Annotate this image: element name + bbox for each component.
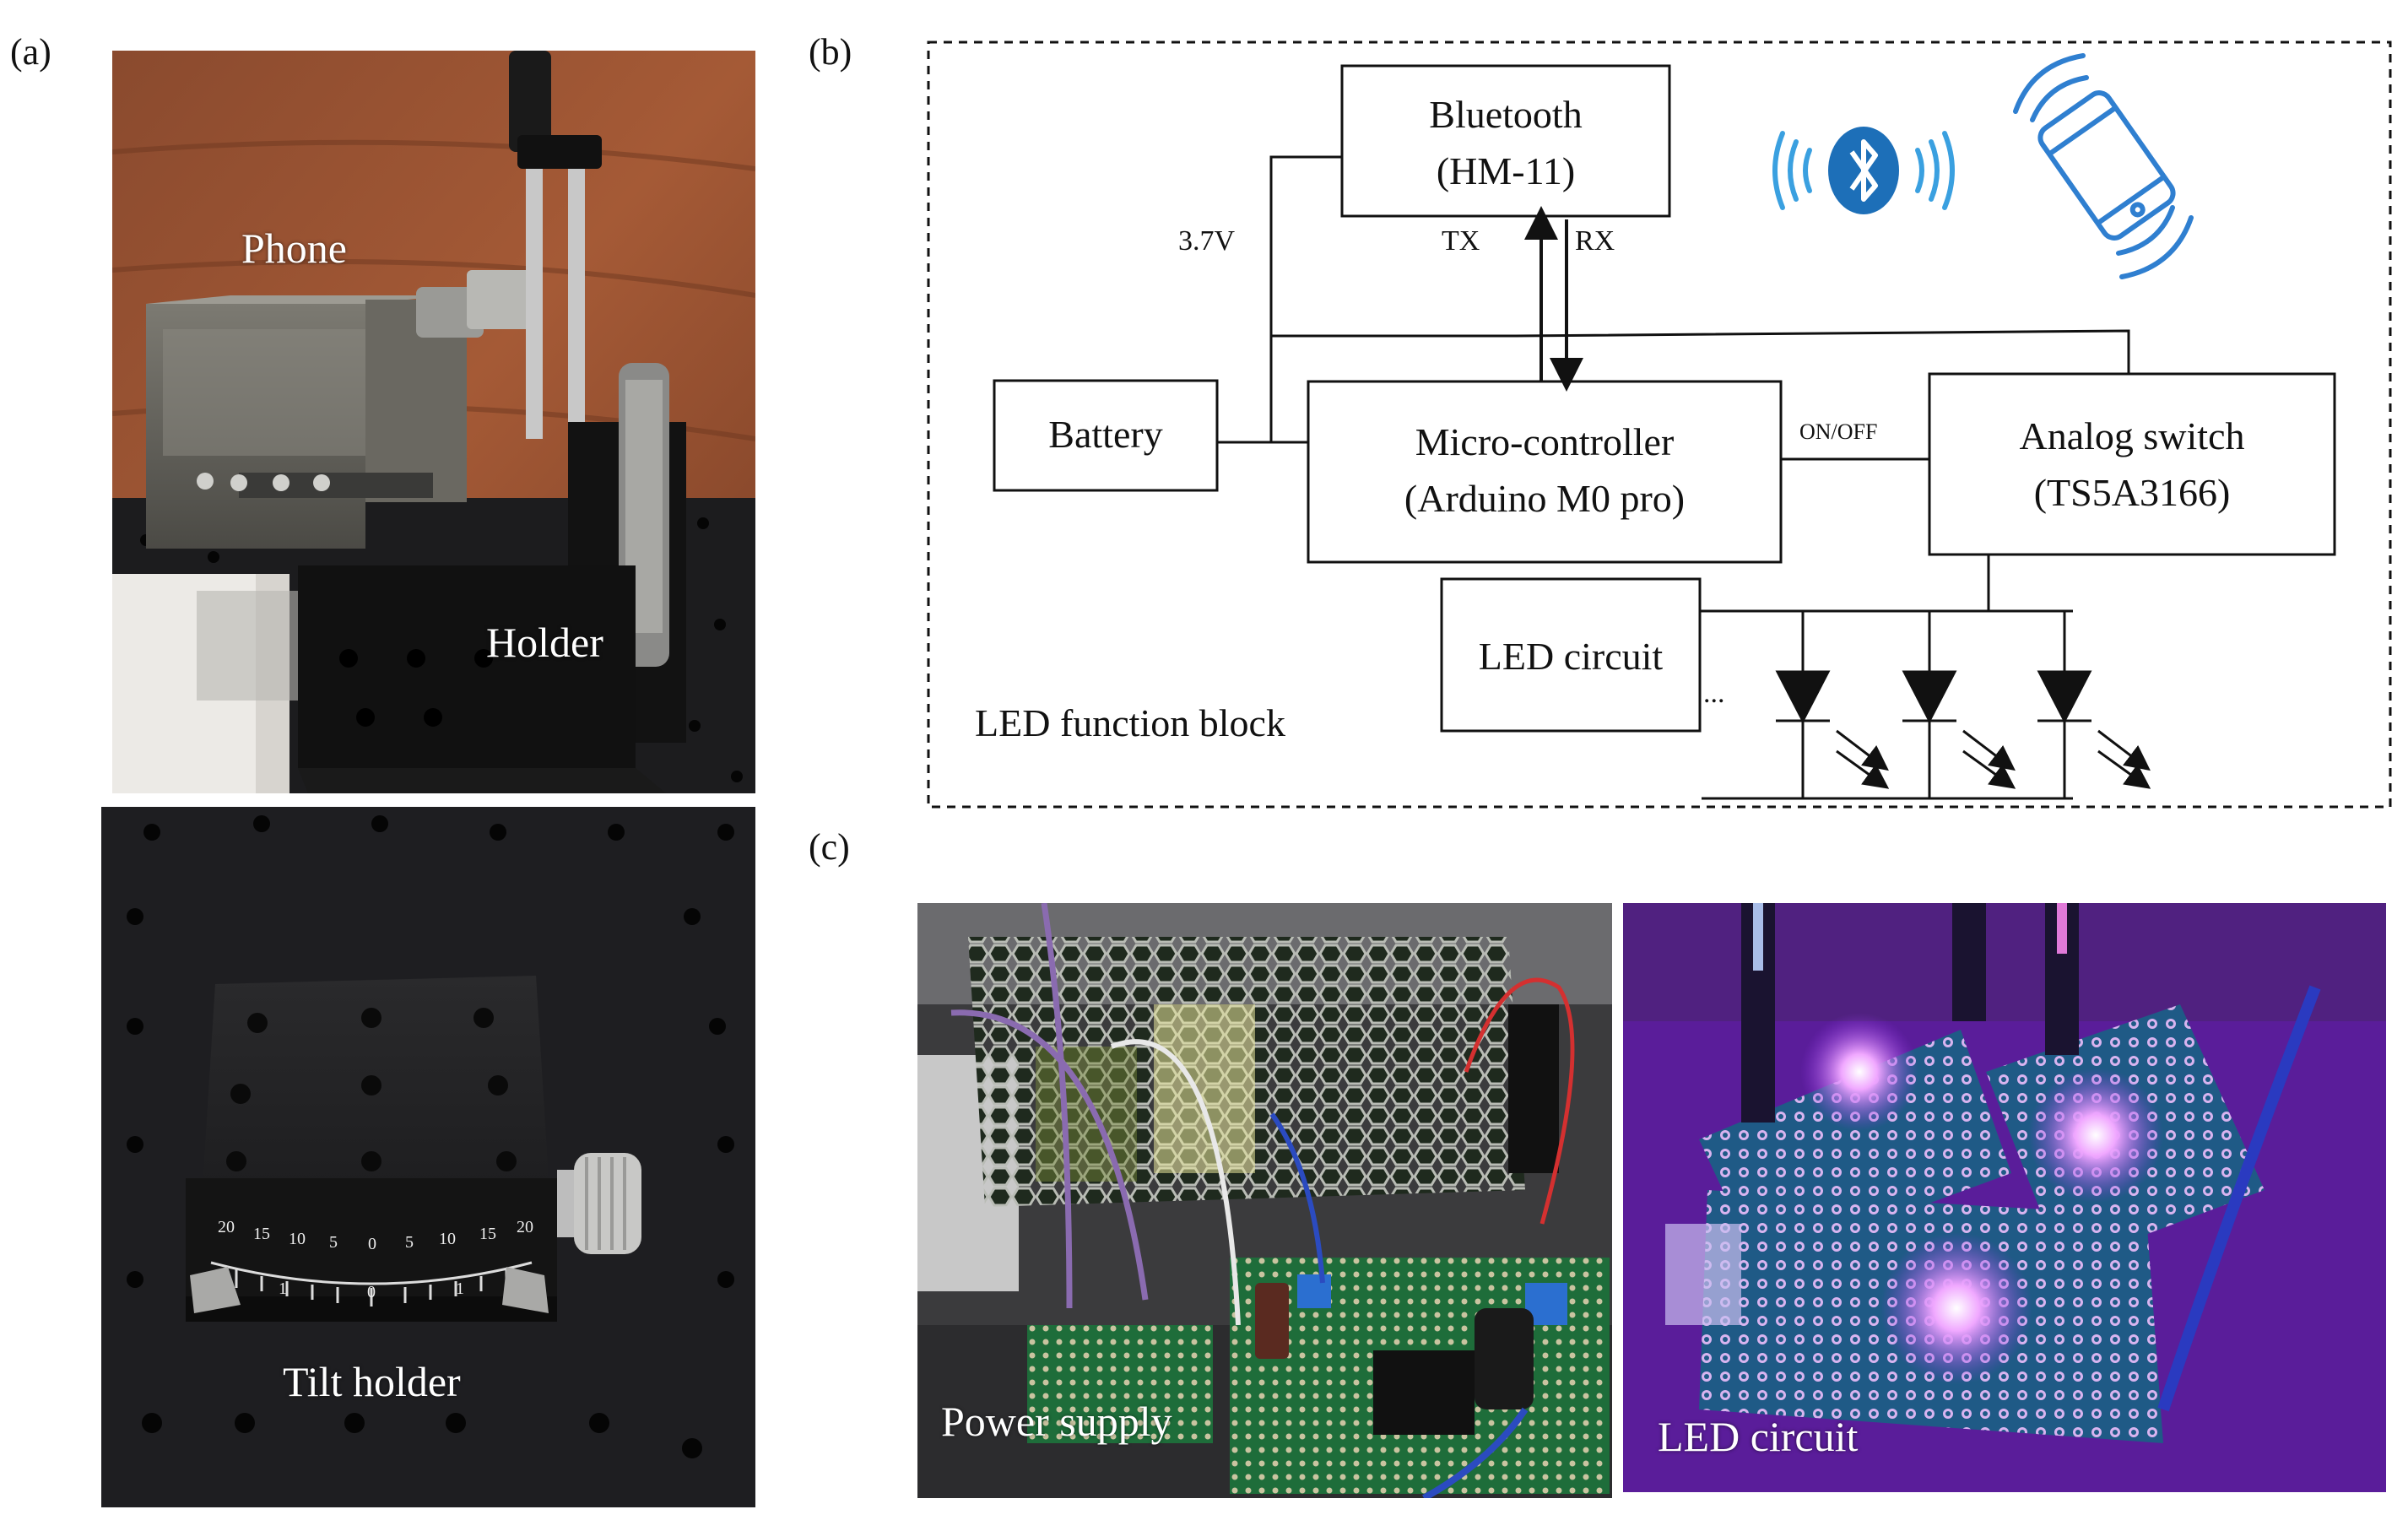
scale-tick-2: 10 [289, 1230, 306, 1248]
microcontroller-block: Micro-controller (Arduino M0 pro) [1307, 380, 1783, 564]
tilt-holder-label: Tilt holder [283, 1358, 461, 1405]
microcontroller-block-line2: (Arduino M0 pro) [1404, 477, 1685, 520]
led-circuit-block: LED circuit [1440, 577, 1702, 733]
scale-tick-8: 20 [517, 1218, 533, 1236]
bluetooth-block-line1: Bluetooth [1429, 93, 1582, 136]
on-off-label: ON/OFF [1799, 419, 1877, 444]
phone-label: Phone [241, 225, 347, 272]
voltage-label: 3.7V [1178, 225, 1236, 257]
led-circuit-photo-label: LED circuit [1658, 1413, 1859, 1460]
analog-switch-block-line1: Analog switch [2019, 414, 2244, 457]
led-diode-1 [1775, 670, 1831, 724]
led-emission-arrows [1836, 729, 2151, 789]
scale-minor-1: 0 [367, 1283, 376, 1301]
bluetooth-block-line2: (HM-11) [1437, 149, 1575, 192]
tilt-holder-photo: 20 15 10 5 0 5 10 15 20 1 0 1 Tilt holde… [101, 807, 755, 1507]
battery-block-line1: Battery [1048, 413, 1162, 456]
analog-switch-block: Analog switch (TS5A3166) [1928, 372, 2336, 556]
more-leds-ellipsis: ... [1703, 678, 1725, 709]
tx-rx-arrows [1524, 206, 1583, 392]
microcontroller-block-line1: Micro-controller [1415, 420, 1675, 463]
power-supply-photo: Power supply [917, 903, 1612, 1498]
rx-label: RX [1575, 225, 1615, 257]
tilt-scale-minor: 1 0 1 [270, 1279, 506, 1305]
panel-b-label: (b) [809, 31, 852, 73]
led-diode-3 [2037, 670, 2092, 724]
tx-label: TX [1442, 225, 1480, 257]
analog-switch-block-line2: (TS5A3166) [2034, 471, 2231, 514]
led-circuit-block-line1: LED circuit [1479, 635, 1664, 678]
frame-label: LED function block [975, 701, 1285, 744]
scale-tick-6: 10 [439, 1230, 456, 1248]
panel-c-label: (c) [809, 826, 850, 868]
scale-tick-7: 15 [479, 1225, 496, 1243]
holder-label: Holder [486, 619, 603, 666]
scale-tick-4: 0 [368, 1235, 376, 1253]
tilt-scale: 20 15 10 5 0 5 10 15 20 [211, 1216, 557, 1258]
wireless-waves-icon [1772, 131, 1955, 210]
phone-signal-icon [2013, 53, 2194, 279]
smartphone-icon [2037, 90, 2176, 241]
wiring [1217, 155, 2130, 800]
scale-tick-3: 5 [329, 1233, 338, 1252]
led-diodes [1775, 670, 2092, 724]
scale-tick-0: 20 [218, 1218, 235, 1236]
panel-a-label: (a) [10, 31, 51, 73]
phone-holder-photo: Phone Holder [112, 51, 755, 793]
led-circuit-photo: LED circuit [1623, 903, 2386, 1492]
battery-block: Battery [993, 379, 1219, 492]
led-diode-2 [1902, 670, 1957, 724]
bluetooth-block: Bluetooth (HM-11) [1340, 64, 1671, 218]
led-function-block-frame [927, 41, 2392, 809]
scale-tick-1: 15 [253, 1225, 270, 1243]
scale-tick-5: 5 [405, 1233, 414, 1252]
scale-minor-2: 1 [456, 1279, 464, 1298]
led-function-block-diagram: Bluetooth (HM-11) Battery Micro-controll… [927, 41, 2392, 809]
bluetooth-icon [1828, 127, 1899, 214]
scale-minor-0: 1 [279, 1279, 287, 1298]
power-supply-label: Power supply [941, 1398, 1172, 1445]
